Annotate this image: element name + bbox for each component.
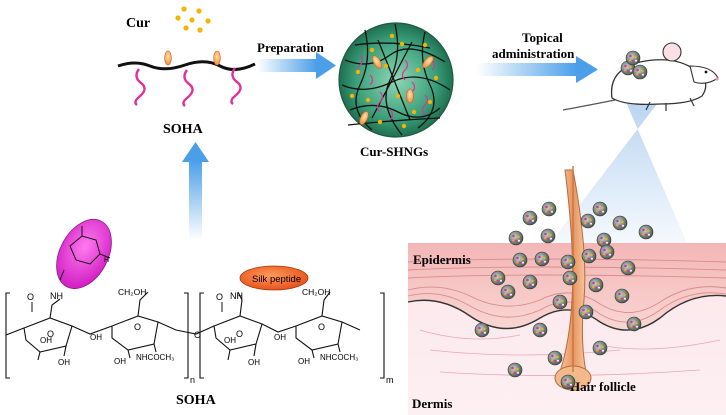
magenta-oval-icon: H [56,219,112,289]
svg-text:OH: OH [40,336,52,345]
svg-text:O: O [134,322,141,332]
svg-text:O: O [236,329,243,339]
topical-arrow [477,56,598,83]
svg-text:CH₂OH: CH₂OH [118,287,146,297]
soha-top-label: SOHA [163,122,204,137]
svg-text:O: O [47,329,54,339]
silk-peptide-oval: Silk peptide [239,265,309,291]
nanogel-label: Cur-SHNGs [360,144,428,159]
soha-bottom-label: SOHA [176,393,217,408]
soha-chemical-structure [5,291,385,379]
silk-peptide-label: Silk peptide [252,274,301,285]
svg-text:NH: NH [50,291,63,301]
svg-text:O: O [194,330,201,340]
svg-text:O: O [318,322,325,332]
svg-text:OH: OH [58,358,70,367]
svg-text:O: O [216,292,223,302]
topical-label-line1: Topical [522,30,563,45]
svg-text:NH: NH [230,291,243,301]
svg-text:m: m [386,375,394,385]
epidermis-label: Epidermis [413,252,471,267]
topical-label-line2: administration [492,46,575,61]
up-arrow [182,142,209,240]
svg-text:NHCOCH₃: NHCOCH₃ [136,353,174,362]
svg-text:n: n [190,375,195,385]
nanogel-sphere-icon [338,22,454,138]
svg-text:H: H [104,257,109,264]
preparation-label: Preparation [257,40,325,55]
svg-text:OH: OH [274,333,286,342]
preparation-arrow [257,52,336,79]
svg-text:OH: OH [114,357,126,366]
curcumin-dots [175,6,211,33]
svg-text:OH: OH [298,357,310,366]
soha-polymer-icon [117,50,256,107]
svg-text:CH₂OH: CH₂OH [302,287,330,297]
structure-labels: O NH O OH OH OH CH₂OH O OH NHCOCH₃ O O N… [27,287,394,385]
svg-text:NHCOCH₃: NHCOCH₃ [320,353,358,362]
svg-text:OH: OH [90,333,102,342]
dermis-label: Dermis [412,396,452,411]
svg-text:O: O [27,292,34,302]
svg-text:OH: OH [224,336,236,345]
svg-text:OH: OH [248,358,260,367]
cur-label: Cur [126,16,150,31]
mouse-icon [545,42,719,250]
hair-follicle-label: Hair follicle [570,379,636,394]
